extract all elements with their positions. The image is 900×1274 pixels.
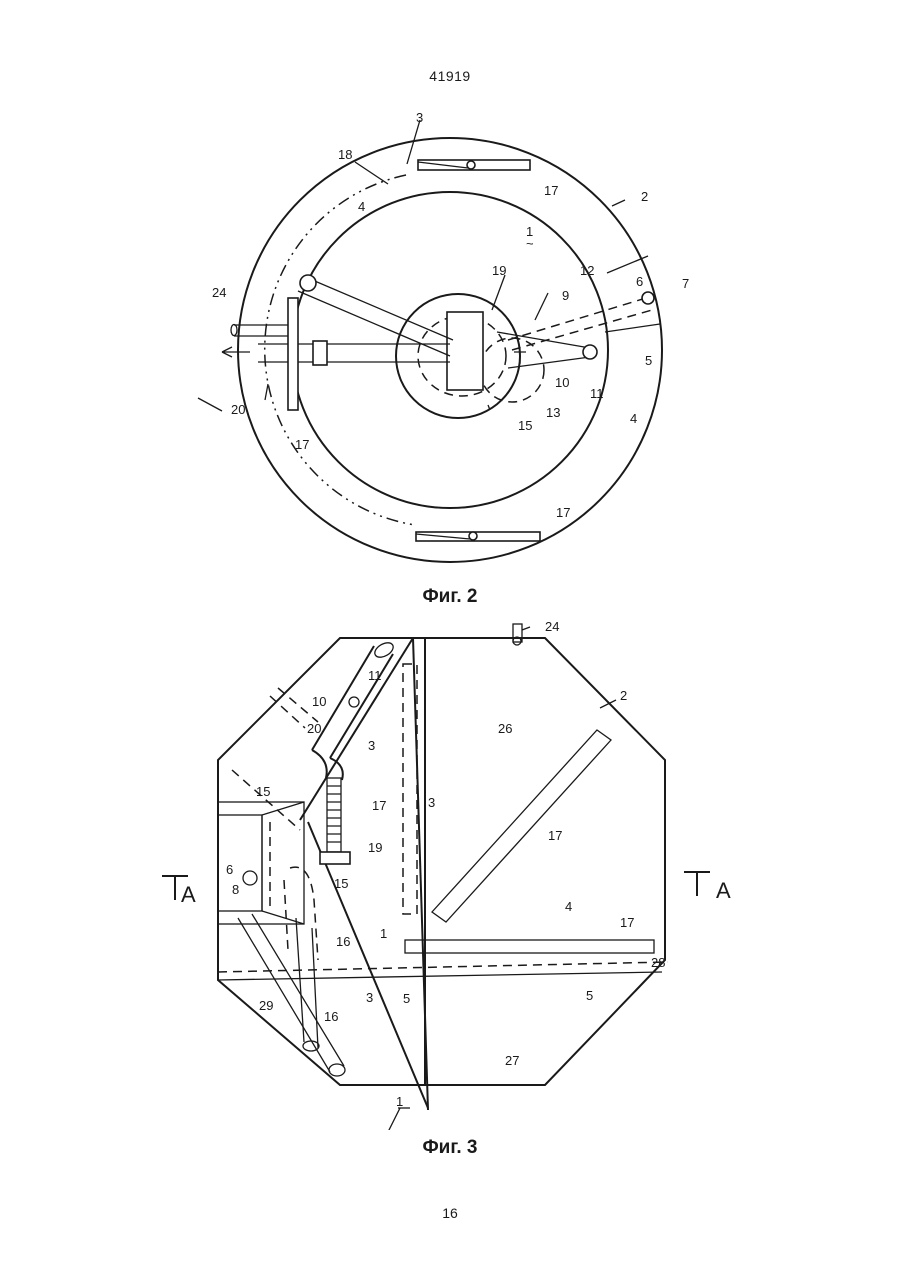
- fig2-label-2: 2: [641, 189, 648, 204]
- central-divider: [413, 638, 428, 1110]
- figure-3-caption: Фиг. 3: [0, 1137, 900, 1159]
- fig3-label-17-left: 17: [372, 798, 386, 813]
- fig3-label-17-diagonal: 17: [548, 828, 562, 843]
- center-block: [447, 312, 483, 390]
- fig3-label-29: 29: [259, 998, 273, 1013]
- radial-line-lower: [605, 324, 660, 332]
- fig3-label-16-upper: 16: [336, 934, 350, 949]
- fig3-label-1-bottom: 1: [396, 1094, 403, 1109]
- fig2-label-18: 18: [338, 147, 352, 162]
- section-mark-left: А: [181, 882, 196, 907]
- fig3-label-24: 24: [545, 619, 559, 634]
- fig2-label-7: 7: [682, 276, 689, 291]
- figure-3-drawing: 24 2 10 11 20 26 3 15 17 3 17 19 6 8 15 …: [0, 610, 900, 1130]
- dashed-arm: [508, 298, 652, 350]
- fig3-label-28: 28: [651, 955, 665, 970]
- fig3-label-5-left: 5: [403, 991, 410, 1006]
- fig3-label-10: 10: [312, 694, 326, 709]
- fig3-label-15-lower: 15: [334, 876, 348, 891]
- pivot-11: [583, 345, 597, 359]
- fig2-label-6: 6: [636, 274, 643, 289]
- shaft: [258, 344, 450, 362]
- link-triangle: [497, 332, 590, 368]
- section-mark-right: А: [716, 878, 731, 903]
- octagon-housing: [218, 638, 665, 1085]
- tube-29: [238, 914, 344, 1072]
- fig2-label-17-left: 17: [295, 437, 309, 452]
- fig2-label-5: 5: [645, 353, 652, 368]
- fig2-label-17-bottom: 17: [556, 505, 570, 520]
- pivot-7: [642, 292, 654, 304]
- fig3-label-27: 27: [505, 1053, 519, 1068]
- bottom-plate: [416, 532, 540, 541]
- fig3-label-3-upper: 3: [368, 738, 375, 753]
- fig3-label-26: 26: [498, 721, 512, 736]
- fig3-label-3-mid: 3: [428, 795, 435, 810]
- fig2-label-19: 19: [492, 263, 506, 278]
- fig3-label-2: 2: [620, 688, 627, 703]
- fig2-label-12: 12: [580, 263, 594, 278]
- fig2-label-10: 10: [555, 375, 569, 390]
- figure-2-drawing: 3 18 17 2 4 1 ~ 12 6 7 19 9 24 5 10 11 1…: [0, 100, 900, 580]
- fig2-label-20: 20: [231, 402, 245, 417]
- fig2-label-17-top: 17: [544, 183, 558, 198]
- fig2-label-11: 11: [590, 386, 604, 401]
- fig3-label-11: 11: [368, 668, 382, 683]
- pipe: [234, 325, 290, 336]
- fig3-label-3-lower: 3: [366, 990, 373, 1005]
- fig3-label-1-center: 1: [380, 926, 387, 941]
- horizontal-plate-17: [405, 940, 654, 953]
- fig2-label-4-left: 4: [358, 199, 365, 214]
- svg-text:~: ~: [526, 236, 534, 251]
- fig3-label-8: 8: [232, 882, 239, 897]
- lever-pivot: [300, 275, 316, 291]
- document-number: 41919: [0, 68, 900, 84]
- fig3-label-4: 4: [565, 899, 572, 914]
- fig3-label-17-horizontal: 17: [620, 915, 634, 930]
- fig3-label-16-lower: 16: [324, 1009, 338, 1024]
- fig3-label-5-right: 5: [586, 988, 593, 1003]
- fig3-label-6: 6: [226, 862, 233, 877]
- fig2-label-24: 24: [212, 285, 226, 300]
- fig3-label-15-upper: 15: [256, 784, 270, 799]
- spring-19: [327, 778, 341, 852]
- elbow-tube: [312, 750, 343, 780]
- fig2-label-13: 13: [546, 405, 560, 420]
- small-dashed-circle: [480, 338, 544, 402]
- page-number: 16: [0, 1205, 900, 1221]
- shaft-arrow: [222, 347, 250, 357]
- fig2-label-3: 3: [416, 110, 423, 125]
- fig2-label-9: 9: [562, 288, 569, 303]
- hole-8: [243, 871, 257, 885]
- left-plate: [288, 298, 298, 410]
- fig3-label-19: 19: [368, 840, 382, 855]
- diagonal-plate-17: [432, 730, 611, 922]
- shaft-coupling: [313, 341, 327, 365]
- tube-16: [296, 918, 318, 1048]
- figure-2-caption: Фиг. 2: [0, 586, 900, 608]
- fig2-label-15: 15: [518, 418, 532, 433]
- fig2-label-4-right: 4: [630, 411, 637, 426]
- fig3-label-20: 20: [307, 721, 321, 736]
- radial-line-upper: [607, 256, 648, 273]
